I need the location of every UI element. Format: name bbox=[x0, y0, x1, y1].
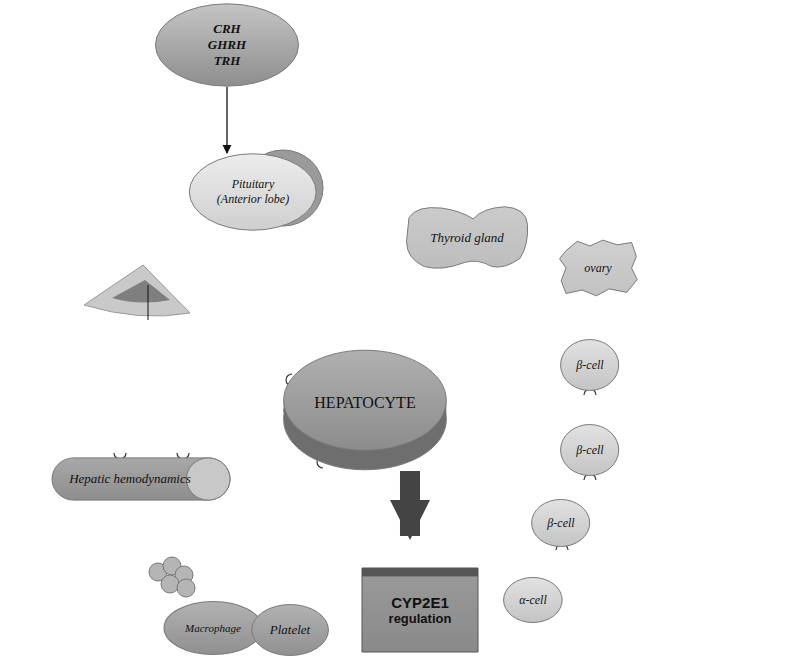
beta-cell: β-cell bbox=[560, 424, 619, 476]
alpha-cell: α-cell bbox=[503, 577, 563, 623]
ovary-organ: ovary bbox=[558, 239, 638, 297]
node-label: α-cell bbox=[519, 593, 547, 608]
thyroid-gland: Thyroid gland bbox=[404, 204, 530, 272]
target-box: CYP2E1regulation bbox=[362, 568, 478, 652]
node-label: regulation bbox=[389, 611, 452, 626]
node-label: CYP2E1 bbox=[391, 594, 449, 611]
hormone-ellipse: CRH GHRH TRH bbox=[154, 3, 300, 87]
block-arrow bbox=[400, 471, 420, 536]
node-label: β-cell bbox=[576, 443, 603, 458]
node-label: Platelet bbox=[270, 622, 310, 638]
node-label: Macrophage bbox=[185, 622, 241, 634]
node-label: β-cell bbox=[576, 358, 603, 373]
platelet-cell: Platelet bbox=[251, 604, 329, 656]
adrenal-gland bbox=[84, 265, 190, 320]
node-label: ovary bbox=[584, 261, 611, 276]
node-label: HEPATOCYTE bbox=[314, 394, 415, 426]
macrophage-cell: Macrophage bbox=[163, 601, 263, 655]
pituitary-lobe: Pituitary (Anterior lobe) bbox=[188, 153, 317, 231]
platelet-cluster bbox=[149, 557, 195, 597]
hemodynamics-cylinder: Hepatic hemodynamics bbox=[52, 457, 234, 501]
node-label: Thyroid gland bbox=[430, 230, 504, 246]
blank-box bbox=[191, 108, 313, 154]
node-label: β-cell bbox=[547, 516, 574, 531]
beta-cell: β-cell bbox=[560, 339, 619, 391]
node-label: Hepatic hemodynamics bbox=[69, 471, 191, 487]
node-label: CRH GHRH TRH bbox=[197, 21, 257, 69]
hepatocyte-cell: HEPATOCYTE bbox=[282, 349, 448, 471]
arrow-connector bbox=[226, 87, 227, 153]
beta-cell: β-cell bbox=[531, 499, 590, 547]
node-label: Pituitary (Anterior lobe) bbox=[215, 177, 291, 207]
